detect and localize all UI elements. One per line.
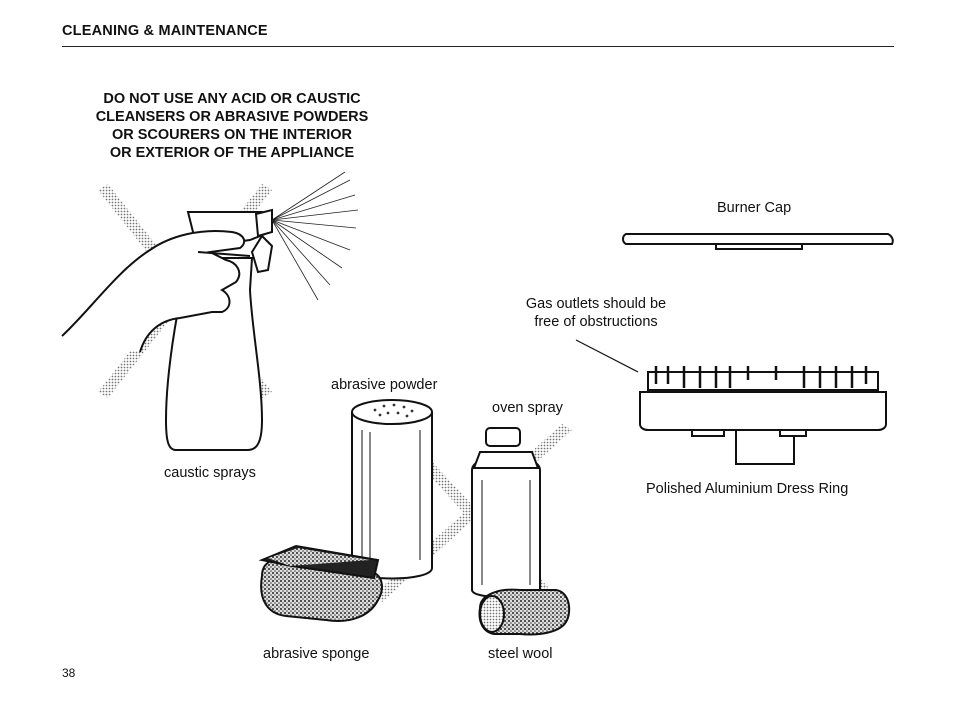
- warning-line: OR EXTERIOR OF THE APPLIANCE: [109, 145, 355, 161]
- label-burner-cap: Burner Cap: [717, 200, 792, 216]
- page-number: 38: [62, 666, 76, 680]
- abrasive-powder-can-icon: [351, 399, 433, 580]
- warning-line: OR SCOURERS ON THE INTERIOR: [111, 127, 353, 143]
- label-abrasive-sponge: abrasive sponge: [263, 646, 370, 662]
- spray-mist-icon: [271, 171, 359, 301]
- section-title: CLEANING & MAINTENANCE: [62, 23, 268, 39]
- gas-outlets-note-line: free of obstructions: [534, 314, 658, 330]
- abrasive-sponge-icon: [258, 544, 383, 622]
- label-caustic-sprays: caustic sprays: [164, 465, 256, 481]
- warning-notice: DO NOT USE ANY ACID OR CAUSTIC CLEANSERS…: [62, 90, 402, 162]
- label-abrasive-powder: abrasive powder: [331, 377, 438, 393]
- label-dress-ring: Polished Aluminium Dress Ring: [646, 481, 849, 497]
- gas-outlets-note-line: Gas outlets should be: [525, 296, 667, 312]
- steel-wool-icon: [478, 588, 571, 636]
- callout-leader-line: [575, 339, 639, 373]
- warning-line: CLEANSERS OR ABRASIVE POWDERS: [95, 109, 369, 125]
- label-oven-spray: oven spray: [492, 400, 563, 416]
- warning-line: DO NOT USE ANY ACID OR CAUSTIC: [103, 91, 361, 107]
- gas-outlets-note: Gas outlets should be free of obstructio…: [510, 295, 682, 331]
- label-steel-wool: steel wool: [488, 646, 553, 662]
- burner-cap-icon: [622, 233, 894, 250]
- dress-ring-icon: [639, 366, 887, 465]
- caustic-spray-bottle-icon: [61, 208, 274, 451]
- oven-spray-can-icon: [471, 427, 541, 599]
- header-rule: [62, 46, 894, 47]
